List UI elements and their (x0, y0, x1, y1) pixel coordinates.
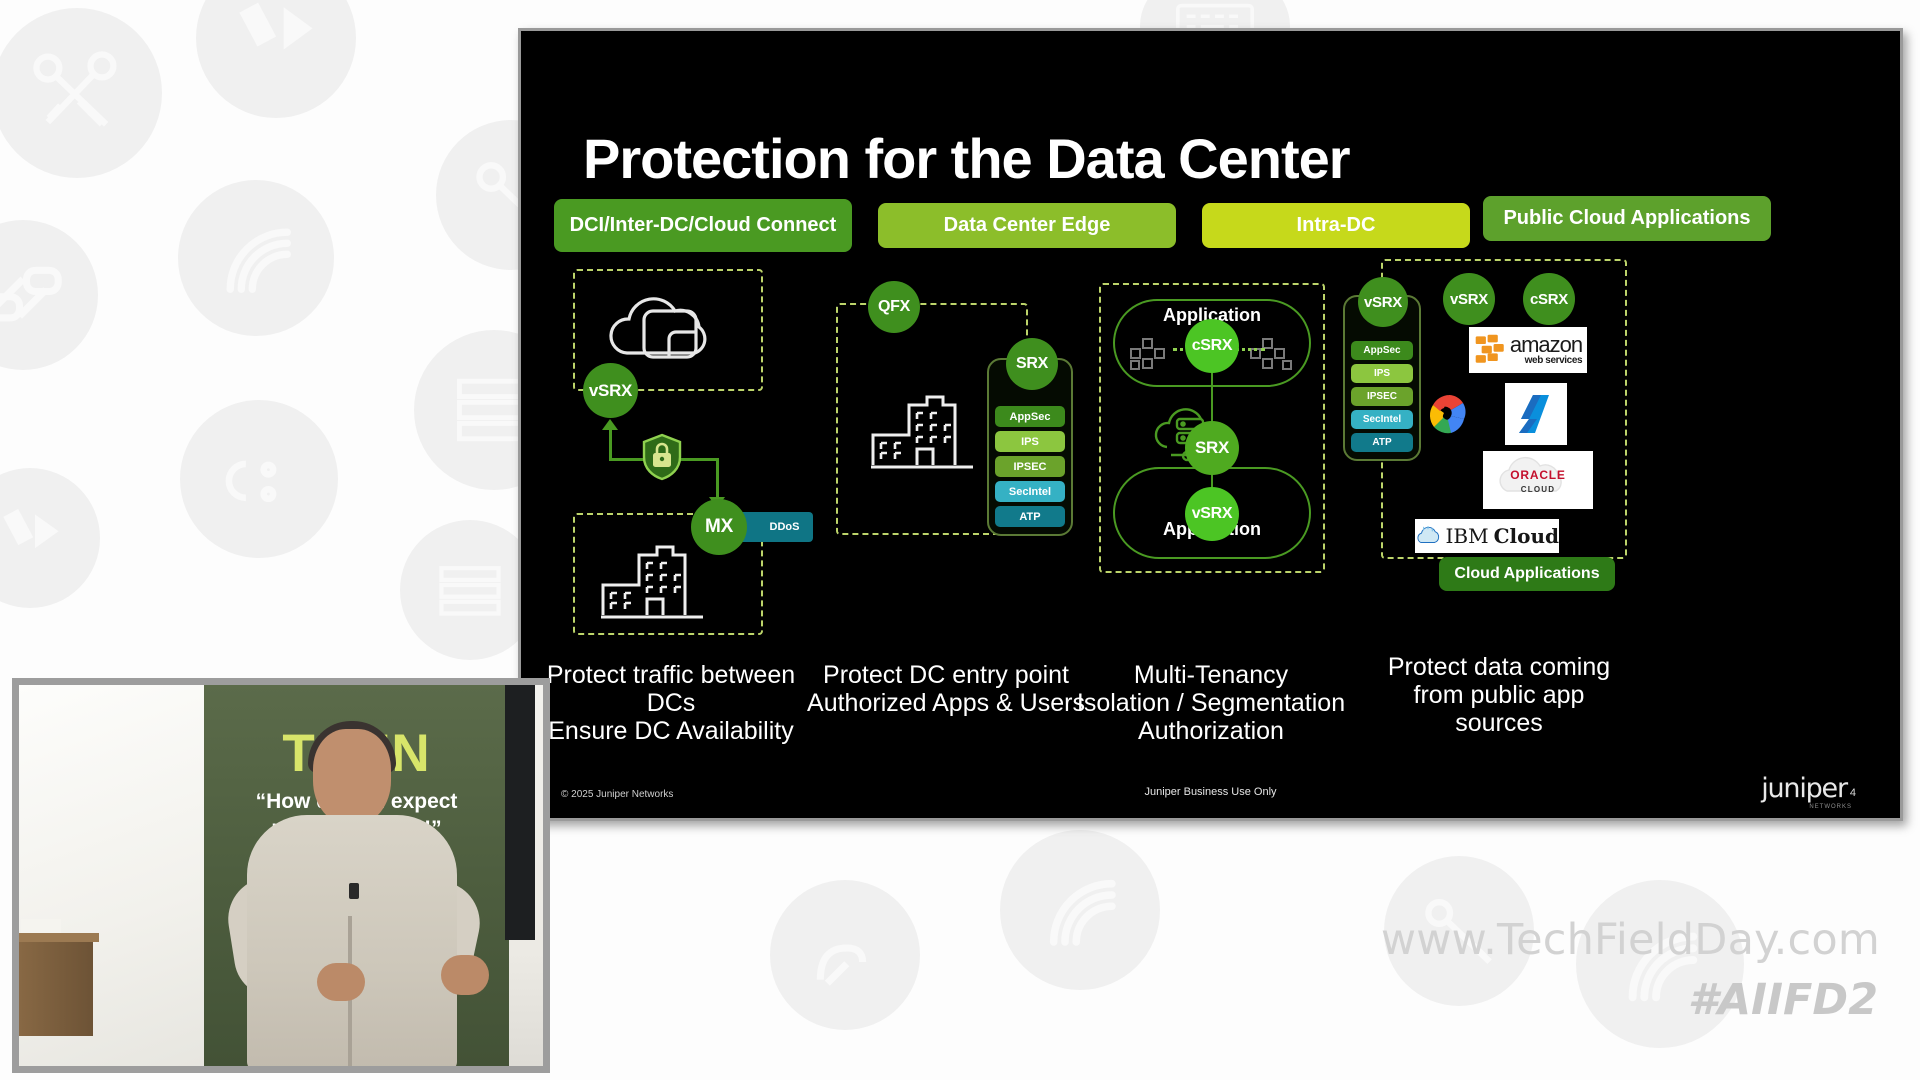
presenter-cardigan (247, 815, 457, 1066)
dci-arrow-vertical-left (609, 427, 612, 461)
sec-row-atp: ATP (1351, 433, 1413, 452)
wall-mounted-tv (505, 685, 535, 940)
wifi-watermark-icon-2 (1000, 830, 1160, 990)
sec-row-appsec: AppSec (1351, 341, 1413, 360)
infinity-watermark-icon (180, 400, 338, 558)
dotted-connector-right (1235, 348, 1265, 351)
oracle-cloud-logo: ORACLE CLOUD (1483, 451, 1593, 509)
shield-lock-icon (641, 433, 683, 486)
caption-dci: Protect traffic between DCs Ensure DC Av… (546, 661, 796, 745)
aws-wordmark-line2: web services (1524, 354, 1583, 366)
presenter-video-inset[interactable]: THEN “How do you expect me to sell this?… (12, 678, 550, 1073)
caption-intra-dc: Multi-Tenancy Isolation / Segmentation A… (1076, 661, 1346, 745)
column-header-dc-edge: Data Center Edge (878, 203, 1176, 248)
sec-row-secintel: SecIntel (1351, 410, 1413, 429)
sec-row-ips: IPS (995, 431, 1065, 452)
node-vsrx-cloud: vSRX (1443, 273, 1495, 325)
keys-watermark-icon-3 (1384, 856, 1534, 1006)
security-stack-vsrx-cloud: vSRX AppSec IPS IPSEC SecIntel ATP (1343, 277, 1421, 461)
oracle-wordmark: ORACLE (1510, 468, 1566, 482)
dci-datacenter-dash-box (573, 513, 763, 635)
building-icon (599, 541, 705, 621)
node-qfx: QFX (868, 281, 920, 333)
juniper-networks-subtext: NETWORKS (1809, 804, 1852, 810)
node-srx-intra: SRX (1185, 421, 1239, 475)
desk-top (19, 933, 99, 942)
sec-row-ipsec: IPSEC (1351, 387, 1413, 406)
papers-on-desk (21, 919, 61, 933)
column-header-dci: DCI/Inter-DC/Cloud Connect (554, 199, 852, 252)
containers-icon-right (1249, 337, 1295, 378)
techfieldday-hashtag-watermark: #AIIFD2 (1687, 975, 1878, 1025)
dci-arrow-head-up (602, 419, 618, 430)
link-watermark-icon (0, 220, 98, 370)
sec-row-atp: ATP (995, 506, 1065, 527)
microsoft-azure-logo (1505, 383, 1567, 445)
containers-icon-left (1129, 337, 1175, 378)
keys-watermark-icon (0, 8, 162, 178)
presenter-left-hand (317, 963, 365, 1001)
presenter-person (209, 711, 509, 1066)
sec-row-ipsec: IPSEC (995, 456, 1065, 477)
slide-classification: Juniper Business Use Only (1144, 786, 1277, 798)
sec-row-appsec: AppSec (995, 406, 1065, 427)
slide-title: Protection for the Data Center (583, 127, 1351, 190)
google-cloud-logo (1419, 389, 1479, 446)
room-wall-left (19, 685, 204, 1066)
wifi-watermark-icon (178, 180, 334, 336)
presenter-head (313, 729, 391, 825)
slide-number: 4 (1849, 787, 1856, 799)
ibm-cloud-word: Cloud (1493, 524, 1559, 548)
slide-copyright: © 2025 Juniper Networks (561, 789, 674, 800)
node-mx-dci: MX (691, 499, 747, 555)
sec-row-secintel: SecIntel (995, 481, 1065, 502)
node-vsrx-cloud-stack: vSRX (1358, 277, 1408, 327)
caption-public-cloud: Protect data coming from public app sour… (1387, 653, 1611, 737)
ibm-wordmark: IBM (1445, 524, 1489, 548)
desk (19, 936, 93, 1036)
node-vsrx-intra: vSRX (1185, 487, 1239, 541)
column-header-intra-dc: Intra-DC (1202, 203, 1470, 248)
node-csrx-intra: cSRX (1185, 319, 1239, 373)
column-header-public-cloud: Public Cloud Applications (1483, 196, 1771, 241)
juniper-logo: juniper 4 (1761, 773, 1856, 804)
video-frame: THEN “How do you expect me to sell this?… (19, 685, 543, 1066)
intra-dc-link-upper (1211, 371, 1213, 447)
sec-row-ips: IPS (1351, 364, 1413, 383)
cloud-applications-pill: Cloud Applications (1439, 557, 1615, 591)
wifi-watermark-icon-3 (1576, 880, 1744, 1048)
amazon-web-services-logo: amazon web services (1469, 327, 1587, 373)
server-watermark-icon-2 (400, 520, 540, 660)
aws-wordmark-line1: amazon (1509, 332, 1583, 358)
oracle-cloud-sub: CLOUD (1520, 485, 1556, 494)
techfieldday-url-watermark: www.TechFieldDay.com (1380, 915, 1880, 965)
room-wall-right (505, 685, 543, 1066)
juniper-wordmark: juniper (1761, 773, 1848, 804)
dci-arrow-vertical-right (716, 458, 719, 500)
application-label-top: Application (1163, 305, 1261, 325)
node-csrx-cloud: cSRX (1523, 273, 1575, 325)
dci-cloud-dash-box (573, 269, 763, 391)
download-watermark-icon (196, 0, 356, 118)
intra-dc-dash-box (1099, 283, 1325, 573)
node-srx: SRX (1006, 338, 1058, 390)
ddos-badge: DDoS (734, 512, 813, 542)
ibm-cloud-logo: IBM Cloud (1415, 519, 1559, 553)
caption-dc-edge: Protect DC entry point Authorized Apps &… (807, 661, 1085, 717)
cloud-icon (601, 283, 727, 375)
lock-watermark-icon (770, 880, 920, 1030)
download-watermark-icon-2 (0, 468, 100, 608)
node-vsrx-dci: vSRX (583, 363, 638, 418)
security-stack-srx: SRX AppSec IPS IPSEC SecIntel ATP (987, 338, 1073, 536)
presentation-slide: Protection for the Data Center DCI/Inter… (518, 28, 1903, 821)
presenter-right-hand (441, 955, 489, 995)
lapel-microphone (349, 883, 359, 899)
building-icon (869, 391, 975, 471)
